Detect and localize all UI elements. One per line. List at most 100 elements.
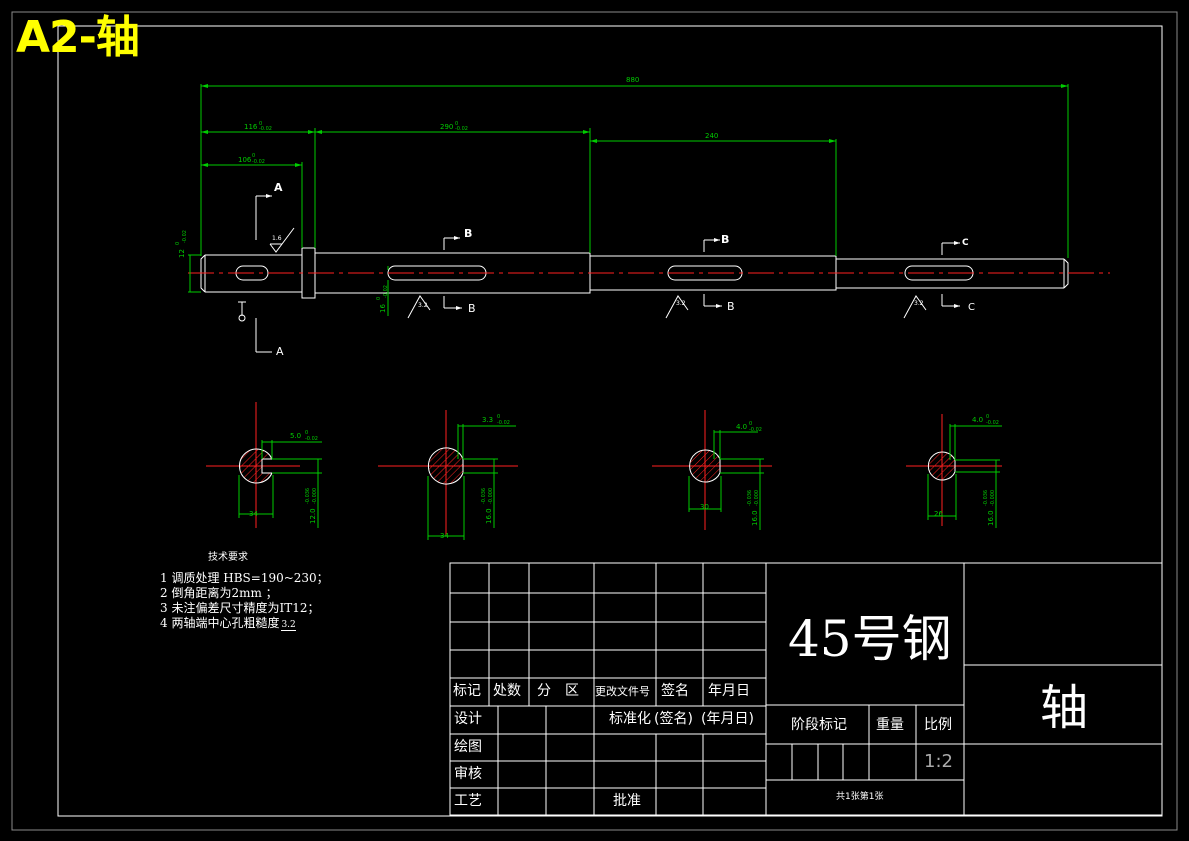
section-c-bottom: C bbox=[968, 302, 975, 313]
note-item-2: 2 倒角距离为2mm ； bbox=[160, 586, 278, 600]
sec-c-width-tol-lower: -0.02 bbox=[986, 420, 999, 426]
sec-c-depth-tol-upper: -0.036 bbox=[983, 490, 989, 506]
dim-240: 240 bbox=[705, 132, 718, 140]
tb-row-process: 工艺 bbox=[454, 793, 482, 809]
section-letters: A A B B B B C C bbox=[274, 181, 975, 358]
note-item-4-roughness: 3.2 bbox=[281, 620, 296, 631]
section-arrowheads bbox=[266, 194, 960, 310]
sec-b2-width-tol-upper: 0 bbox=[749, 421, 752, 427]
sec-b2-dia: 30 bbox=[700, 503, 709, 511]
section-b1-bottom: B bbox=[468, 302, 476, 315]
dimension-arrows bbox=[201, 84, 1068, 167]
technical-notes: 技术要求 1 调质处理 HBS=190~230； 2 倒角距离为2mm ； 3 … bbox=[160, 548, 329, 633]
note-item-1: 1 调质处理 HBS=190~230； bbox=[160, 571, 329, 585]
section-a-bottom: A bbox=[276, 345, 284, 358]
dim-mid-dia-tol-lower: -0.02 bbox=[383, 285, 389, 298]
sec-a-width: 5.0 bbox=[290, 432, 301, 440]
roughness-values: 1.6 3.2 3.2 3.2 bbox=[272, 235, 924, 309]
dim-mid-dia-tol-upper: 0 bbox=[376, 297, 382, 300]
tb-material: 45号钢 bbox=[788, 610, 952, 668]
dim-290-tol-lower: -0.02 bbox=[455, 126, 468, 132]
tb-sheets: 共1张第1张 bbox=[836, 792, 884, 802]
section-view-b1: 3.3 0 -0.02 16.0 -0.036 -0.000 34 bbox=[378, 410, 518, 540]
dim-left-dia: 12 bbox=[178, 249, 186, 258]
sec-c-depth: 16.0 bbox=[987, 510, 995, 526]
tb-col-date: 年月日 bbox=[708, 683, 750, 699]
tb-scale-value: 1:2 bbox=[924, 751, 953, 772]
sec-c-width-tol-upper: 0 bbox=[986, 414, 989, 420]
tb-row-sign2: (签名) bbox=[654, 711, 693, 727]
notes-heading: 技术要求 bbox=[208, 552, 248, 563]
dim-290-tol-upper: 0 bbox=[455, 121, 458, 127]
tb-row-design: 设计 bbox=[454, 711, 482, 727]
tb-col-sign: 签名 bbox=[661, 683, 689, 699]
inner-border bbox=[57, 25, 1163, 817]
sec-a-dia: 34 bbox=[249, 510, 258, 518]
sec-b1-width: 3.3 bbox=[482, 416, 493, 424]
tb-row-approve: 批准 bbox=[613, 793, 641, 809]
sec-b1-depth: 16.0 bbox=[485, 508, 493, 524]
sec-c-dia: 26 bbox=[934, 510, 943, 518]
dim-290: 290 bbox=[440, 123, 453, 131]
section-view-b2: 4.0 0 -0.02 16.0 -0.036 -0.000 30 bbox=[652, 410, 772, 530]
sec-c-width: 4.0 bbox=[972, 416, 983, 424]
sec-b1-depth-tol-upper: -0.036 bbox=[481, 488, 487, 504]
sec-b2-width: 4.0 bbox=[736, 423, 747, 431]
tb-col-count: 处数 bbox=[493, 683, 521, 699]
sec-b2-depth-tol-lower: -0.000 bbox=[754, 490, 760, 506]
section-b1-top: B bbox=[464, 227, 472, 240]
tb-part-name: 轴 bbox=[1040, 680, 1089, 736]
dim-mid-dia: 16 bbox=[379, 304, 387, 313]
sec-b2-width-tol-lower: -0.02 bbox=[749, 427, 762, 433]
sheet-title: A2-轴 bbox=[16, 12, 140, 63]
section-c-top: C bbox=[962, 238, 969, 248]
sec-c-depth-tol-lower: -0.000 bbox=[990, 490, 996, 506]
dim-106-tol-upper: 0 bbox=[252, 153, 255, 159]
tb-col-mark: 标记 bbox=[453, 683, 481, 699]
sec-b1-width-tol-upper: 0 bbox=[497, 414, 500, 420]
section-a-top: A bbox=[274, 181, 283, 194]
section-marks bbox=[238, 195, 960, 353]
sec-a-depth-tol-lower: -0.000 bbox=[312, 488, 318, 504]
dim-116: 116 bbox=[244, 123, 258, 131]
sec-b1-dia: 34 bbox=[440, 532, 449, 540]
tb-stage-mark: 阶段标记 bbox=[791, 717, 847, 733]
dim-106-tol-lower: -0.02 bbox=[252, 159, 265, 165]
dim-116-tol-lower: -0.02 bbox=[259, 126, 272, 132]
roughness-b1: 3.2 bbox=[418, 302, 428, 309]
sec-b1-depth-tol-lower: -0.000 bbox=[488, 488, 494, 504]
title-block-grid bbox=[449, 562, 1163, 816]
roughness-1-6: 1.6 bbox=[272, 235, 282, 242]
section-b2-bottom: B bbox=[727, 300, 735, 313]
section-view-a: 5.0 0 -0.02 12.0 -0.036 -0.000 34 bbox=[206, 402, 322, 528]
tb-row-review: 审核 bbox=[454, 766, 482, 782]
tb-row-draw: 绘图 bbox=[454, 739, 482, 755]
tb-weight: 重量 bbox=[876, 717, 904, 733]
sec-a-width-tol-upper: 0 bbox=[305, 430, 308, 436]
section-view-c: 4.0 0 -0.02 16.0 -0.036 -0.000 26 bbox=[906, 414, 1002, 528]
tb-col-zone: 分 区 bbox=[537, 683, 579, 699]
outer-border bbox=[11, 11, 1178, 831]
tb-scale-label: 比例 bbox=[924, 717, 952, 733]
sec-a-depth: 12.0 bbox=[309, 508, 317, 524]
dim-left-dia-tol-upper: 0 bbox=[175, 242, 181, 245]
tb-row-date2: (年月日) bbox=[701, 711, 754, 727]
dimension-texts: 880 116 0 -0.02 290 0 -0.02 240 106 0 -0… bbox=[175, 76, 718, 313]
tb-col-docno: 更改文件号 bbox=[595, 685, 650, 698]
dim-880: 880 bbox=[626, 76, 639, 84]
dim-left-dia-tol-lower: -0.02 bbox=[182, 230, 188, 243]
sec-b1-width-tol-lower: -0.02 bbox=[497, 420, 510, 426]
section-b2-top: B bbox=[721, 233, 729, 246]
tb-row-standard: 标准化 bbox=[609, 711, 651, 727]
note-item-3: 3 未注偏差尺寸精度为IT12； bbox=[160, 601, 320, 615]
note-item-4-text: 4 两轴端中心孔粗糙度 bbox=[160, 616, 280, 630]
roughness-c: 3.2 bbox=[914, 300, 924, 307]
sec-b2-depth-tol-upper: -0.036 bbox=[747, 490, 753, 506]
dimension-lines bbox=[188, 84, 1069, 316]
sec-a-width-tol-lower: -0.02 bbox=[305, 436, 318, 442]
roughness-symbols bbox=[269, 227, 927, 319]
dim-106: 106 bbox=[238, 156, 252, 164]
dim-116-tol-upper: 0 bbox=[259, 121, 262, 127]
